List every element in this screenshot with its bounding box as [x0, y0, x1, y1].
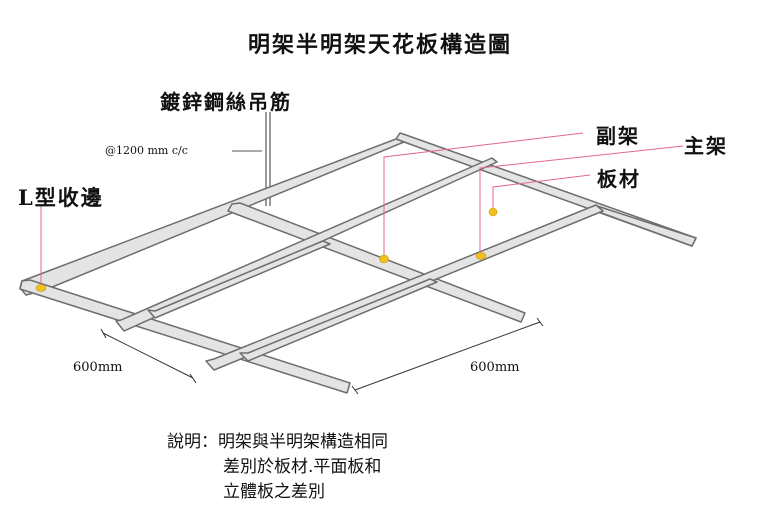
leader-lines	[40, 132, 684, 286]
note-line-1: 說明：明架與半明架構造相同	[167, 432, 388, 452]
frame-right-extension	[587, 205, 697, 247]
label-board: 板材	[597, 167, 641, 191]
dim-line-right	[354, 321, 541, 391]
sub-frame-2	[205, 204, 604, 371]
label-main-frame: 主架	[684, 134, 728, 158]
frame-left-edge	[19, 138, 405, 296]
label-dim-right: 600mm	[470, 360, 520, 375]
markers	[35, 207, 498, 292]
marker-main-frame	[475, 252, 487, 260]
label-dim-left: 600mm	[73, 360, 123, 375]
main-frame-2	[227, 202, 526, 323]
note-line-2: 差別於板材.平面板和	[223, 457, 382, 477]
dim-line-left	[102, 332, 194, 379]
main-frame-1	[19, 279, 351, 394]
marker-sub-frame	[379, 254, 389, 264]
marker-edge	[35, 284, 47, 292]
diagram-title: 明架半明架天花板構造圖	[247, 33, 512, 58]
sub-frame-3	[147, 240, 331, 319]
label-sub-frame: 副架	[596, 124, 640, 148]
marker-board	[488, 207, 498, 217]
grid-frames	[19, 132, 697, 394]
sub-frame-4	[239, 278, 438, 362]
notes-block: 說明：明架與半明架構造相同 差別於板材.平面板和 立體板之差別	[167, 430, 388, 505]
label-l-edge: L型收邊	[18, 185, 104, 210]
label-hanger-wire: 鍍鋅鋼絲吊筋	[160, 90, 292, 114]
label-spacing: @1200 mm c/c	[105, 144, 188, 157]
dimension-lines	[100, 317, 544, 395]
note-line-3: 立體板之差別	[223, 482, 325, 502]
